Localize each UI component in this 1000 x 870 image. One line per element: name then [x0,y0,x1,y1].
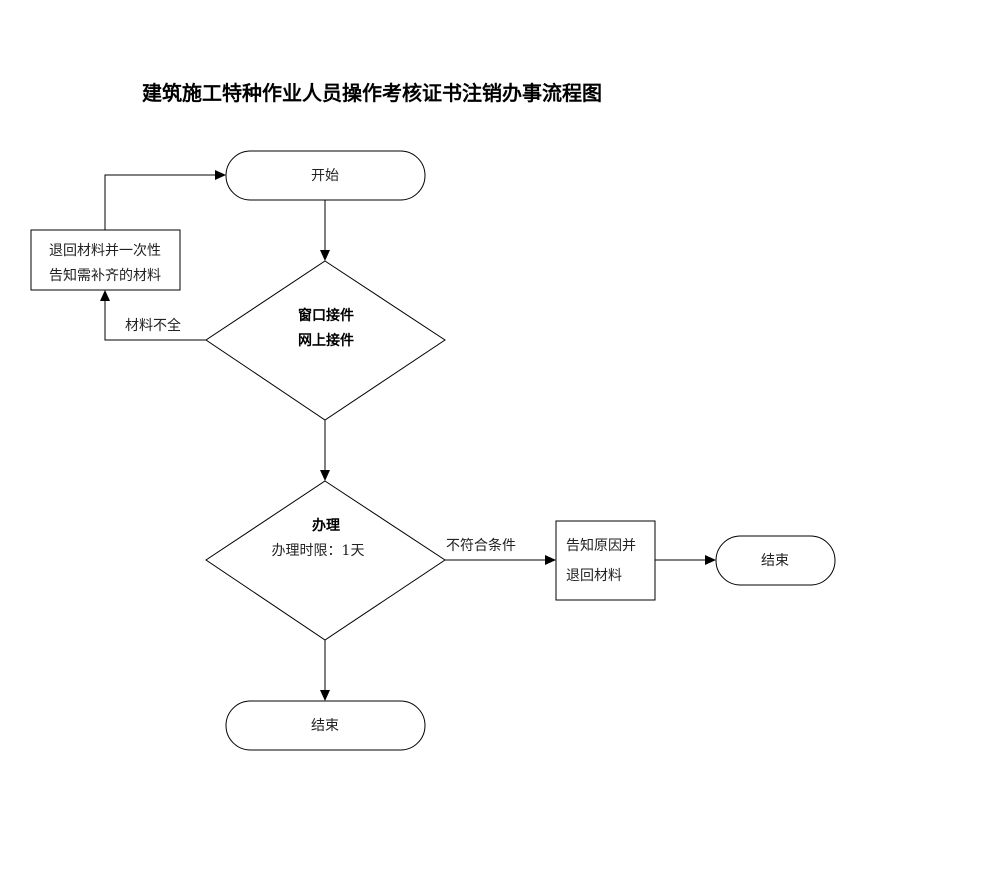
edge-not-qualified-label: 不符合条件 [446,537,516,554]
process-line2: 办理时限：1天 [272,543,365,559]
edge-notify-to-end [655,555,716,565]
start-label: 开始 [311,168,339,184]
edge-not-qualified: 不符合条件 [445,537,556,565]
edge-incomplete-label: 材料不全 [125,317,181,334]
page-title: 建筑施工特种作业人员操作考核证书注销办事流程图 [142,81,602,105]
receive-decision: 窗口接件 网上接件 [205,260,446,421]
end-node-bottom: 结束 [225,700,426,751]
receive-line2: 网上接件 [298,332,354,349]
return-materials-line1: 退回材料并一次性 [49,243,161,259]
start-node: 开始 [225,150,426,201]
end-bottom-label: 结束 [311,718,339,734]
edge-start-to-receive [320,200,330,261]
notify-reason-line1: 告知原因并 [566,537,636,554]
notify-reason-line2: 退回材料 [566,568,622,584]
end-node-right: 结束 [715,535,836,586]
end-right-label: 结束 [761,553,789,569]
receive-line1: 窗口接件 [298,307,354,324]
edge-receive-to-process [320,420,330,481]
edge-process-to-end [320,640,330,701]
return-materials-box: 退回材料并一次性 告知需补齐的材料 [30,229,181,291]
edge-return-to-start [104,170,226,230]
process-decision: 办理 办理时限：1天 [205,480,446,641]
return-materials-line2: 告知需补齐的材料 [49,267,161,284]
edge-incomplete: 材料不全 [100,290,206,341]
notify-reason-box: 告知原因并 退回材料 [555,520,656,601]
process-line1: 办理 [312,517,340,534]
